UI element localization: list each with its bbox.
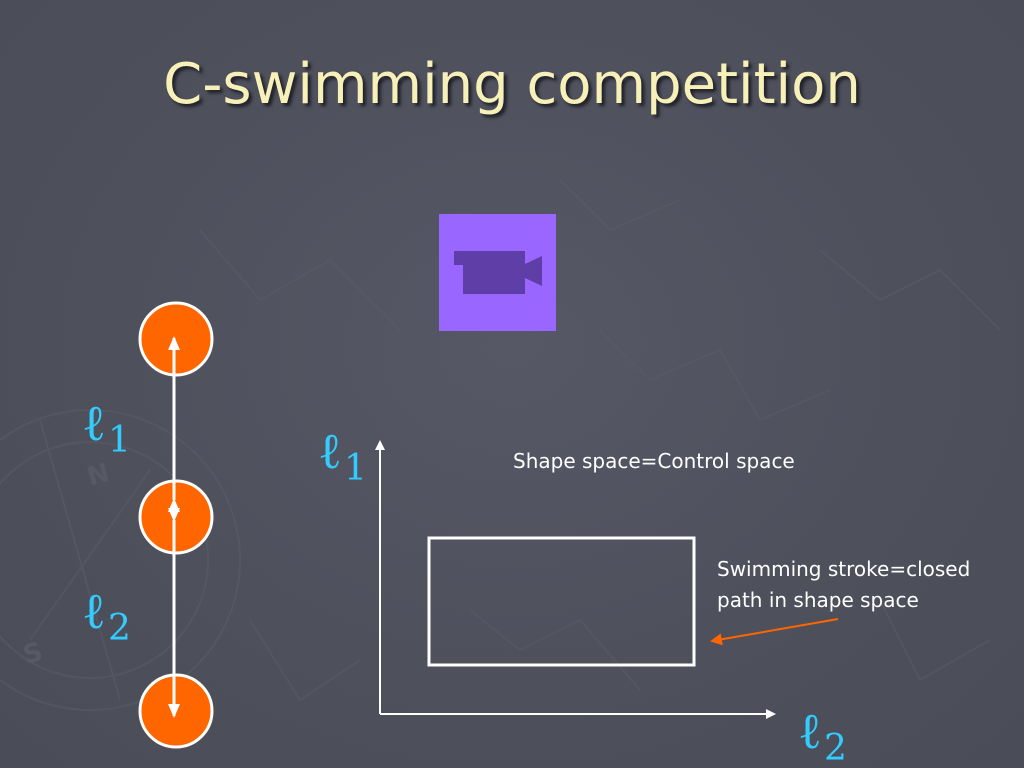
label-l2-swimmer: ℓ2 <box>82 582 131 649</box>
closed-stroke-path <box>427 536 696 667</box>
slide-title: C-swimming competition <box>163 52 861 117</box>
swimmer-node-middle <box>138 479 214 555</box>
axis-label-l2: ℓ2 <box>798 702 847 768</box>
video-play-button[interactable] <box>439 214 556 331</box>
swimming-stroke-caption-line2: path in shape space <box>717 588 919 612</box>
shape-space-caption: Shape space=Control space <box>513 449 795 473</box>
pointer-arrow <box>710 618 839 646</box>
axis-label-l1: ℓ1 <box>318 422 367 489</box>
swimmer-node-bottom <box>138 673 214 749</box>
swimmer-node-top <box>138 301 214 377</box>
swimming-stroke-caption-line1: Swimming stroke=closed <box>717 557 971 581</box>
shape-space-axes <box>375 440 776 719</box>
label-l1-swimmer: ℓ1 <box>82 394 131 461</box>
swimmer-model <box>138 301 214 749</box>
swimming-stroke-caption: Swimming stroke=closed path in shape spa… <box>717 554 970 616</box>
video-camera-icon <box>454 251 542 294</box>
